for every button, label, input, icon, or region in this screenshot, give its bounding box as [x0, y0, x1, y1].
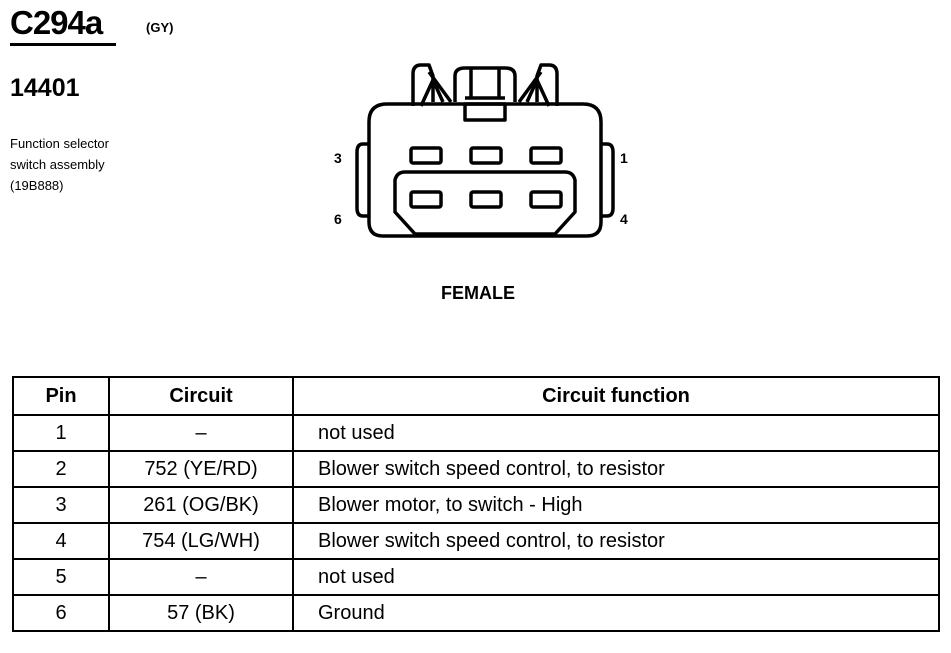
- cell-function: not used: [292, 558, 940, 596]
- connector-face-diagram: 3 1 6 4: [334, 63, 628, 238]
- cell-pin: 2: [12, 450, 110, 488]
- connector-id-underline: [10, 43, 116, 46]
- table-row: 1 – not used: [12, 414, 940, 452]
- cell-circuit: 754 (LG/WH): [108, 522, 294, 560]
- cavity-outline: [393, 170, 577, 236]
- cell-function: Blower switch speed control, to resistor: [292, 522, 940, 560]
- terminal-cavity: [409, 190, 443, 209]
- connector-body: [367, 102, 603, 238]
- cell-pin: 6: [12, 594, 110, 632]
- table-header-row: Pin Circuit Circuit function: [12, 376, 940, 416]
- cell-function: not used: [292, 414, 940, 452]
- table-row: 3 261 (OG/BK) Blower motor, to switch - …: [12, 486, 940, 524]
- cell-pin: 3: [12, 486, 110, 524]
- pinout-table: Pin Circuit Circuit function 1 – not use…: [12, 376, 940, 632]
- cell-function: Blower motor, to switch - High: [292, 486, 940, 524]
- connector-gender: FEMALE: [441, 283, 515, 303]
- description-line: (19B888): [10, 178, 64, 193]
- cell-circuit: 57 (BK): [108, 594, 294, 632]
- terminal-cavity: [409, 146, 443, 165]
- component-description: Function selector switch assembly (19B88…: [10, 133, 109, 196]
- terminal-cavity: [469, 146, 503, 165]
- terminal-cavity: [529, 190, 563, 209]
- terminal-cavity: [529, 146, 563, 165]
- side-tab: [355, 142, 369, 218]
- terminal-cavity: [469, 190, 503, 209]
- connector-color: (GY): [146, 20, 174, 35]
- cell-circuit: –: [108, 414, 294, 452]
- cell-function: Blower switch speed control, to resistor: [292, 450, 940, 488]
- pin-label-top-left: 3: [334, 150, 342, 166]
- table-row: 6 57 (BK) Ground: [12, 594, 940, 632]
- description-line: switch assembly: [10, 157, 105, 172]
- cell-circuit: 261 (OG/BK): [108, 486, 294, 524]
- cell-pin: 1: [12, 414, 110, 452]
- pin-label-top-right: 1: [620, 150, 628, 166]
- latch-outline: [517, 70, 551, 107]
- latch-outline: [453, 66, 517, 102]
- cell-function: Ground: [292, 594, 940, 632]
- latch-outline: [411, 63, 435, 106]
- part-number: 14401: [10, 74, 80, 102]
- pin-label-bottom-right: 4: [620, 211, 628, 227]
- cell-pin: 5: [12, 558, 110, 596]
- cell-circuit: –: [108, 558, 294, 596]
- latch-outline: [535, 63, 559, 106]
- description-line: Function selector: [10, 136, 109, 151]
- latch-outline: [419, 70, 453, 107]
- cell-pin: 4: [12, 522, 110, 560]
- side-tab: [601, 142, 615, 218]
- connector-id: C294a: [10, 4, 103, 41]
- header-circuit: Circuit: [108, 376, 294, 416]
- table-row: 2 752 (YE/RD) Blower switch speed contro…: [12, 450, 940, 488]
- table-row: 5 – not used: [12, 558, 940, 596]
- cell-circuit: 752 (YE/RD): [108, 450, 294, 488]
- latch-outline: [463, 68, 507, 122]
- table-row: 4 754 (LG/WH) Blower switch speed contro…: [12, 522, 940, 560]
- header-circuit-function: Circuit function: [292, 376, 940, 416]
- pin-label-bottom-left: 6: [334, 211, 342, 227]
- header-pin: Pin: [12, 376, 110, 416]
